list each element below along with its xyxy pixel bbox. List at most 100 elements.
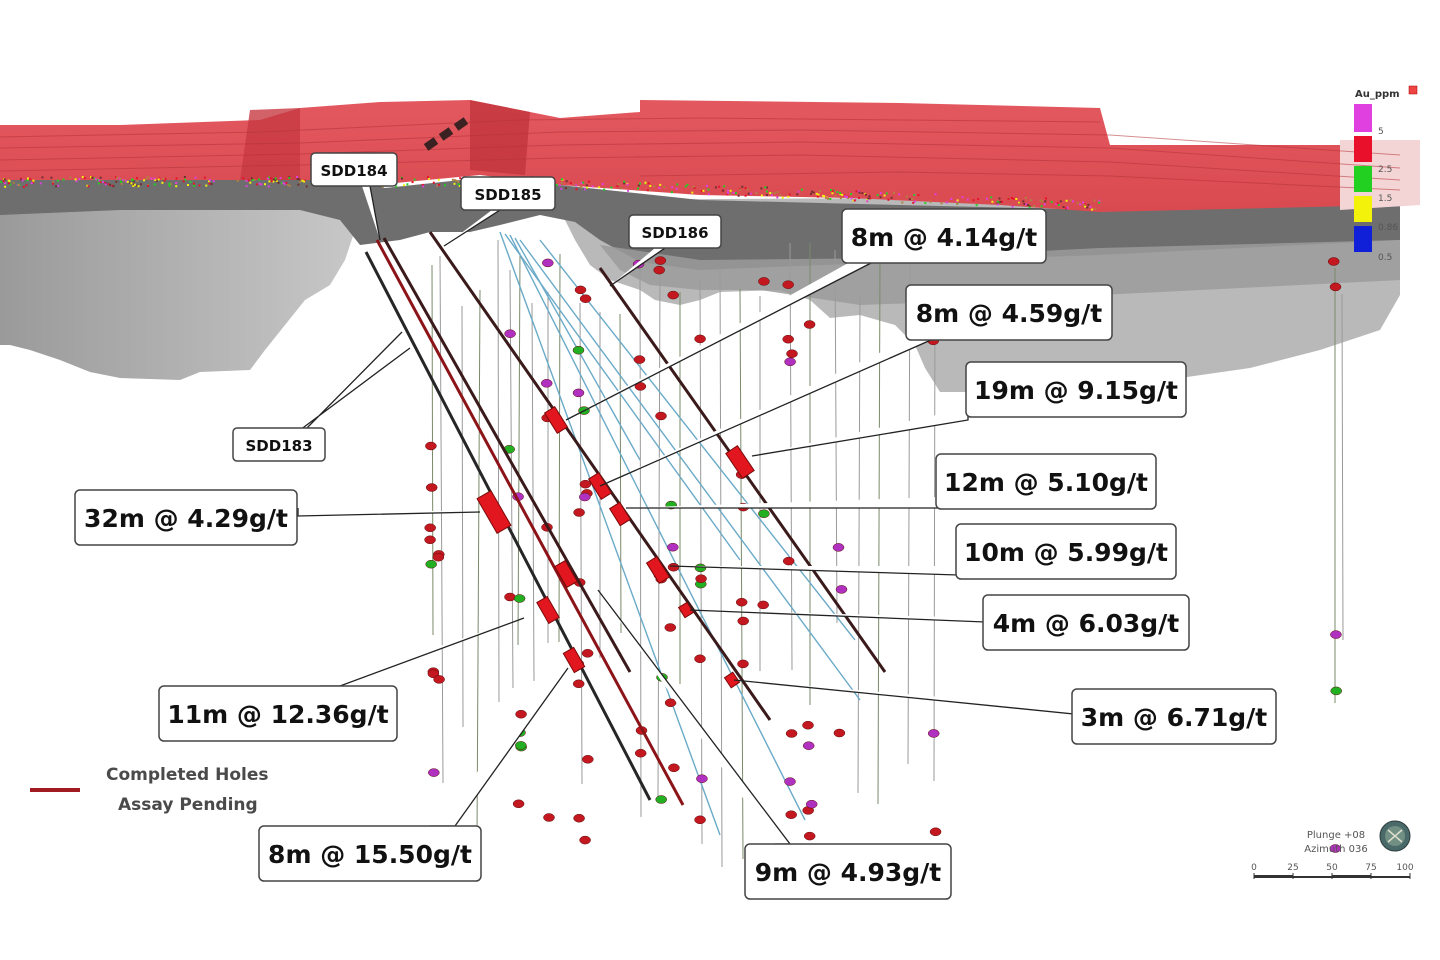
surface-speckle [864,193,867,196]
colour-scale-close-icon[interactable] [1408,85,1418,95]
surface-speckle [603,188,606,191]
surface-speckle [739,188,742,191]
surface-speckle [1062,206,1065,209]
surface-speckle [2,180,5,183]
surface-speckle [620,187,623,190]
assay-disc [653,265,665,275]
surface-speckle [198,184,201,187]
label-sdd186-text: SDD186 [641,224,708,242]
surface-speckle [825,197,828,199]
surface-speckle [898,193,901,196]
surface-speckle [885,192,888,195]
surface-speckle [812,191,815,194]
surface-speckle [83,177,86,180]
surface-speckle [120,183,123,185]
surface-speckle [560,182,563,185]
surface-speckle [879,192,882,195]
surface-speckle [443,184,446,187]
surface-speckle [168,184,171,187]
assay-disc [579,294,592,303]
surface-speckle [298,180,301,183]
assay-disc [515,709,527,719]
surface-speckle [601,183,604,185]
surface-speckle [129,181,132,184]
surface-speckle [208,180,211,183]
surface-speckle [132,183,135,186]
surface-speckle [591,185,594,188]
callout-4m-6-03: 4m @ 6.03g/t [982,594,1190,651]
surface-speckle [580,182,583,184]
assay-disc [784,357,796,367]
surface-speckle [264,183,266,186]
assay-disc [664,698,677,708]
callout-8m-15-50-text: 8m @ 15.50g/t [268,840,472,869]
assay-disc [579,479,592,489]
assay-disc [572,345,585,355]
surface-speckle [164,177,167,180]
assay-disc [432,552,445,562]
background-hole-trace [439,255,444,784]
callout-10m-5-99: 10m @ 5.99g/t [955,523,1177,580]
surface-speckle [411,181,414,184]
scale-tick-0-86: 0.86 [1378,223,1398,233]
surface-speckle [101,180,104,183]
surface-speckle [245,179,248,182]
surface-speckle [744,194,747,197]
surface-speckle [401,177,403,180]
surface-speckle [569,182,572,185]
surface-speckle [104,183,107,186]
surface-speckle [30,182,33,185]
surface-speckle [847,195,850,198]
surface-speckle [676,183,679,186]
assay-disc [573,508,585,517]
surface-speckle [303,180,306,183]
surface-speckle [839,193,842,196]
assay-disc [805,799,818,809]
surface-speckle [610,186,613,189]
surface-speckle [1082,201,1084,204]
surface-speckle [3,178,6,181]
surface-speckle [279,177,282,179]
assay-disc [543,813,555,822]
assay-disc [634,748,647,758]
assay-disc [927,729,940,738]
surface-speckle [817,193,820,196]
surface-speckle [168,182,171,185]
surface-speckle [94,178,97,181]
orientation-widget: Plunge +08 Azimuth 036 0 25 50 75 100 [1251,820,1414,879]
surface-speckle [996,203,999,206]
assay-disc [654,256,667,265]
background-hole-trace [1341,293,1344,641]
surface-speckle [1011,205,1014,208]
surface-speckle [427,177,430,180]
assay-disc [786,349,798,358]
surface-speckle [253,179,256,181]
surface-speckle [779,194,782,197]
surface-speckle [961,196,964,199]
surface-speckle [623,182,626,185]
surface-speckle [866,200,869,203]
surface-speckle [57,184,60,187]
surface-speckle [245,185,248,188]
surface-speckle [275,180,278,182]
surface-speckle [770,194,773,197]
scale-tick-75: 75 [1365,863,1376,873]
surface-speckle [62,178,65,181]
surface-speckle [829,198,832,200]
background-hole-trace [579,302,583,785]
surface-speckle [869,197,872,200]
assay-disc [425,483,438,492]
contour-lines [0,117,1401,191]
surface-speckle [421,183,424,186]
surface-speckle [913,193,916,196]
surface-speckle [203,176,206,179]
assay-disc [784,777,796,786]
assay-disc [1330,630,1342,639]
surface-speckle [735,192,737,195]
surface-speckle [27,177,29,180]
surface-speckle [26,179,29,182]
surface-speckle [132,185,135,187]
surface-speckle [99,181,102,184]
surface-speckle [653,185,656,188]
swatch-2-5 [1354,136,1372,162]
